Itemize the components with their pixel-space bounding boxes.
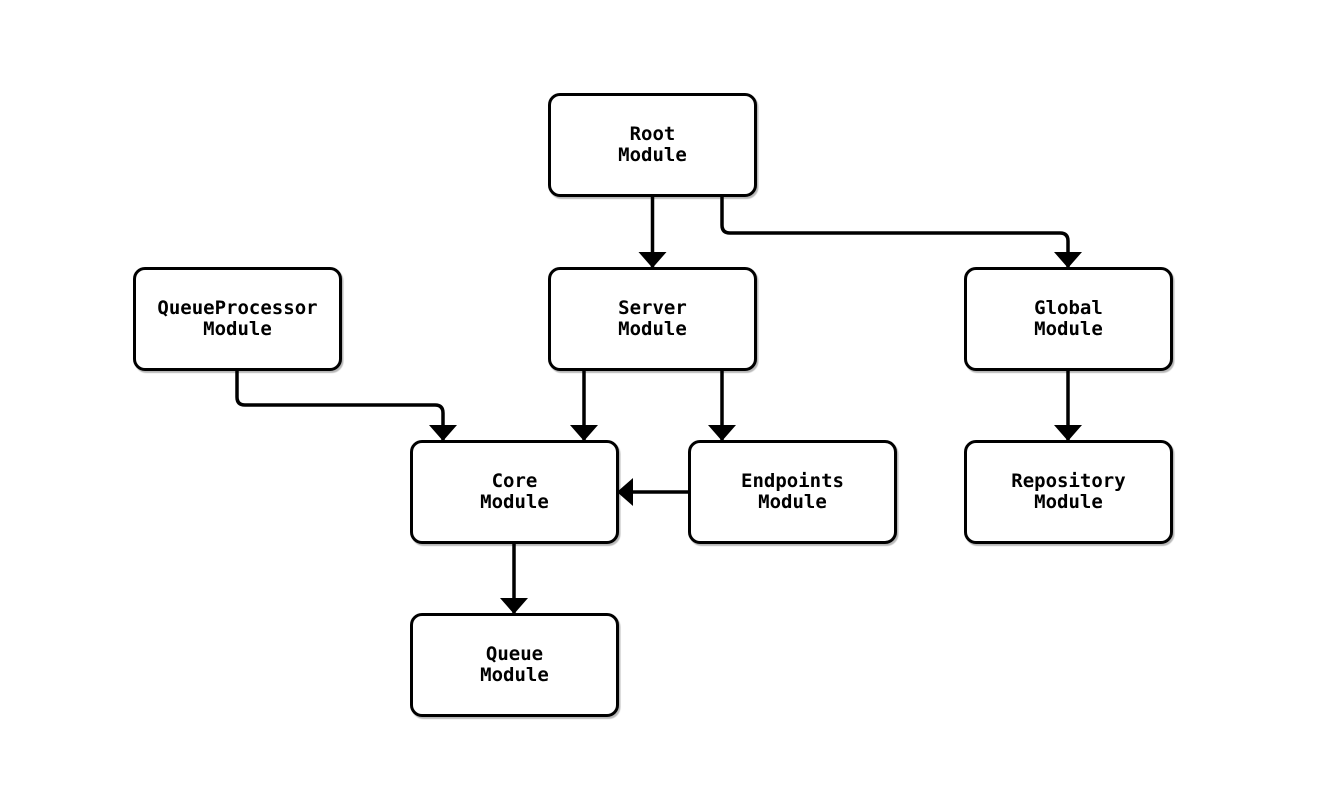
node-queueprocessor-module: QueueProcessor Module (133, 267, 342, 371)
node-repository-module: Repository Module (964, 440, 1173, 544)
node-label: Module (618, 318, 687, 340)
node-root-module: Root Module (548, 93, 757, 197)
node-label: Server (618, 296, 687, 319)
node-label: Module (618, 144, 687, 166)
node-label: Module (1034, 318, 1103, 340)
node-label: Module (480, 664, 549, 686)
node-label: Core (491, 469, 538, 492)
node-label: QueueProcessor (157, 296, 318, 319)
node-label: Module (480, 491, 549, 513)
node-server-module: Server Module (548, 267, 757, 371)
edge-queueprocessor-to-core (235, 371, 457, 441)
node-label: Module (203, 318, 272, 340)
node-label: Repository (1011, 469, 1126, 492)
edge-root-to-global (720, 197, 1082, 268)
node-global-module: Global Module (964, 267, 1173, 371)
node-label: Module (1034, 491, 1103, 513)
node-label: Global (1034, 296, 1103, 319)
node-label: Module (758, 491, 827, 513)
node-label: Queue (485, 642, 544, 665)
node-label: Root (629, 122, 676, 145)
node-label: Endpoints (741, 469, 844, 492)
node-endpoints-module: Endpoints Module (688, 440, 897, 544)
node-queue-module: Queue Module (410, 613, 619, 717)
node-core-module: Core Module (410, 440, 619, 544)
